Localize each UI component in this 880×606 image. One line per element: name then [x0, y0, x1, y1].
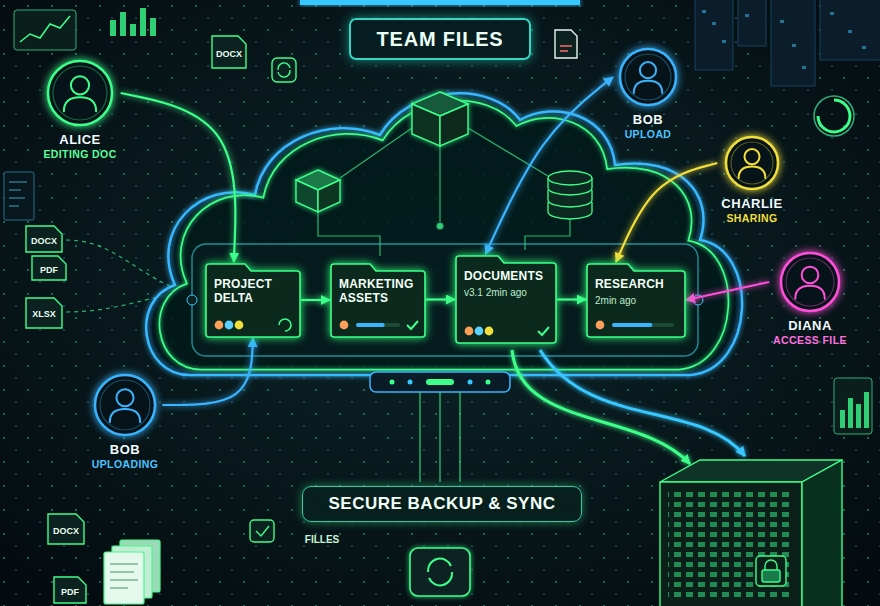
- chart-panel-right: [834, 378, 872, 434]
- file-type-label: DOCX: [53, 527, 79, 536]
- folder-name: DOCUMENTS: [464, 270, 549, 284]
- folder-card: PROJECT DELTA: [205, 262, 301, 338]
- gauge-panel: [814, 96, 854, 136]
- chart-panel: [14, 8, 156, 50]
- top-glow-bar: [300, 0, 580, 5]
- avatar-icon: [92, 372, 158, 438]
- user-avatar: BOBUPLOAD: [613, 46, 683, 143]
- flow-arrow: [301, 299, 330, 301]
- folder-card: DOCUMENTS v3.1 2min ago: [455, 254, 557, 344]
- user-avatar: ALICEEDITING DOC: [39, 58, 120, 163]
- user-name: CHARLIE: [721, 196, 782, 212]
- diagram-title: TEAM FILES: [377, 27, 504, 51]
- flow-arrow: [686, 282, 769, 300]
- folder-meta: v3.1 2min ago: [464, 287, 549, 299]
- storage-stack: [548, 171, 592, 219]
- flow-arrow: [426, 298, 455, 300]
- file-type-slot: DOCX: [53, 527, 79, 536]
- server-cube: [412, 92, 468, 146]
- user-name: DIANA: [773, 318, 847, 334]
- skyline-windows: [702, 10, 866, 69]
- cloud-base: [370, 372, 510, 482]
- file-type-slot: DOCX: [31, 237, 57, 246]
- city-skyline: [695, 0, 880, 86]
- flow-arrow: [121, 93, 236, 262]
- user-name: ALICE: [43, 132, 116, 148]
- file-type-label: XLSX: [32, 310, 56, 319]
- folder-card: MARKETING ASSETS: [330, 262, 426, 338]
- user-status: UPLOAD: [617, 128, 679, 141]
- file-type-slot: XLSX: [32, 310, 56, 319]
- avatar-icon: [778, 250, 842, 314]
- server-building: [660, 460, 842, 606]
- file-type-label: DOCX: [216, 50, 242, 59]
- file-type-label: PDF: [61, 588, 79, 597]
- folder-card: RESEARCH 2min ago: [586, 262, 686, 338]
- banner-text: SECURE BACKUP & SYNC: [329, 494, 556, 514]
- file-type-slot: FILLES: [305, 535, 339, 545]
- user-avatar: CHARLIESHARING: [717, 134, 786, 227]
- folder-shape: [455, 254, 557, 344]
- file-type-label: PDF: [40, 266, 58, 275]
- file-type-slot: DOCX: [216, 50, 242, 59]
- user-avatar: BOBUPLOADING: [88, 372, 163, 473]
- title-frame: TEAM FILES: [349, 18, 532, 60]
- user-status: ACCESS FILE: [773, 334, 847, 347]
- user-avatar: DIANAACCESS FILE: [769, 250, 851, 349]
- transfer-arrows: [178, 575, 652, 576]
- user-name: BOB: [617, 112, 679, 128]
- file-type-label: DOCX: [31, 237, 57, 246]
- file-type-slot: PDF: [61, 588, 79, 597]
- folder-rail: [187, 244, 703, 356]
- sync-cube: [410, 548, 470, 596]
- file-type-slot: PDF: [40, 266, 58, 275]
- user-name: BOB: [92, 442, 159, 458]
- user-status: SHARING: [721, 212, 782, 225]
- document-stack: [104, 540, 160, 604]
- folder-name: PROJECT DELTA: [214, 278, 293, 306]
- code-panel: [4, 172, 34, 220]
- flow-arrow: [557, 298, 586, 300]
- avatar-icon: [723, 134, 781, 192]
- backup-banner: SECURE BACKUP & SYNC: [302, 486, 583, 522]
- file-type-label: FILLES: [305, 535, 339, 545]
- user-status: UPLOADING: [92, 458, 159, 471]
- user-status: EDITING DOC: [43, 148, 116, 161]
- network-lines: [318, 128, 570, 256]
- flow-arrow: [162, 338, 253, 405]
- folder-meta: 2min ago: [595, 295, 678, 307]
- folder-name: RESEARCH: [595, 278, 678, 292]
- folder-name: MARKETING ASSETS: [339, 278, 418, 306]
- data-cube: [296, 170, 340, 212]
- flow-arrow: [616, 163, 717, 262]
- avatar-icon: [617, 46, 679, 108]
- flow-arrow: [486, 77, 613, 254]
- avatar-icon: [45, 58, 115, 128]
- backup-flows: [512, 350, 745, 464]
